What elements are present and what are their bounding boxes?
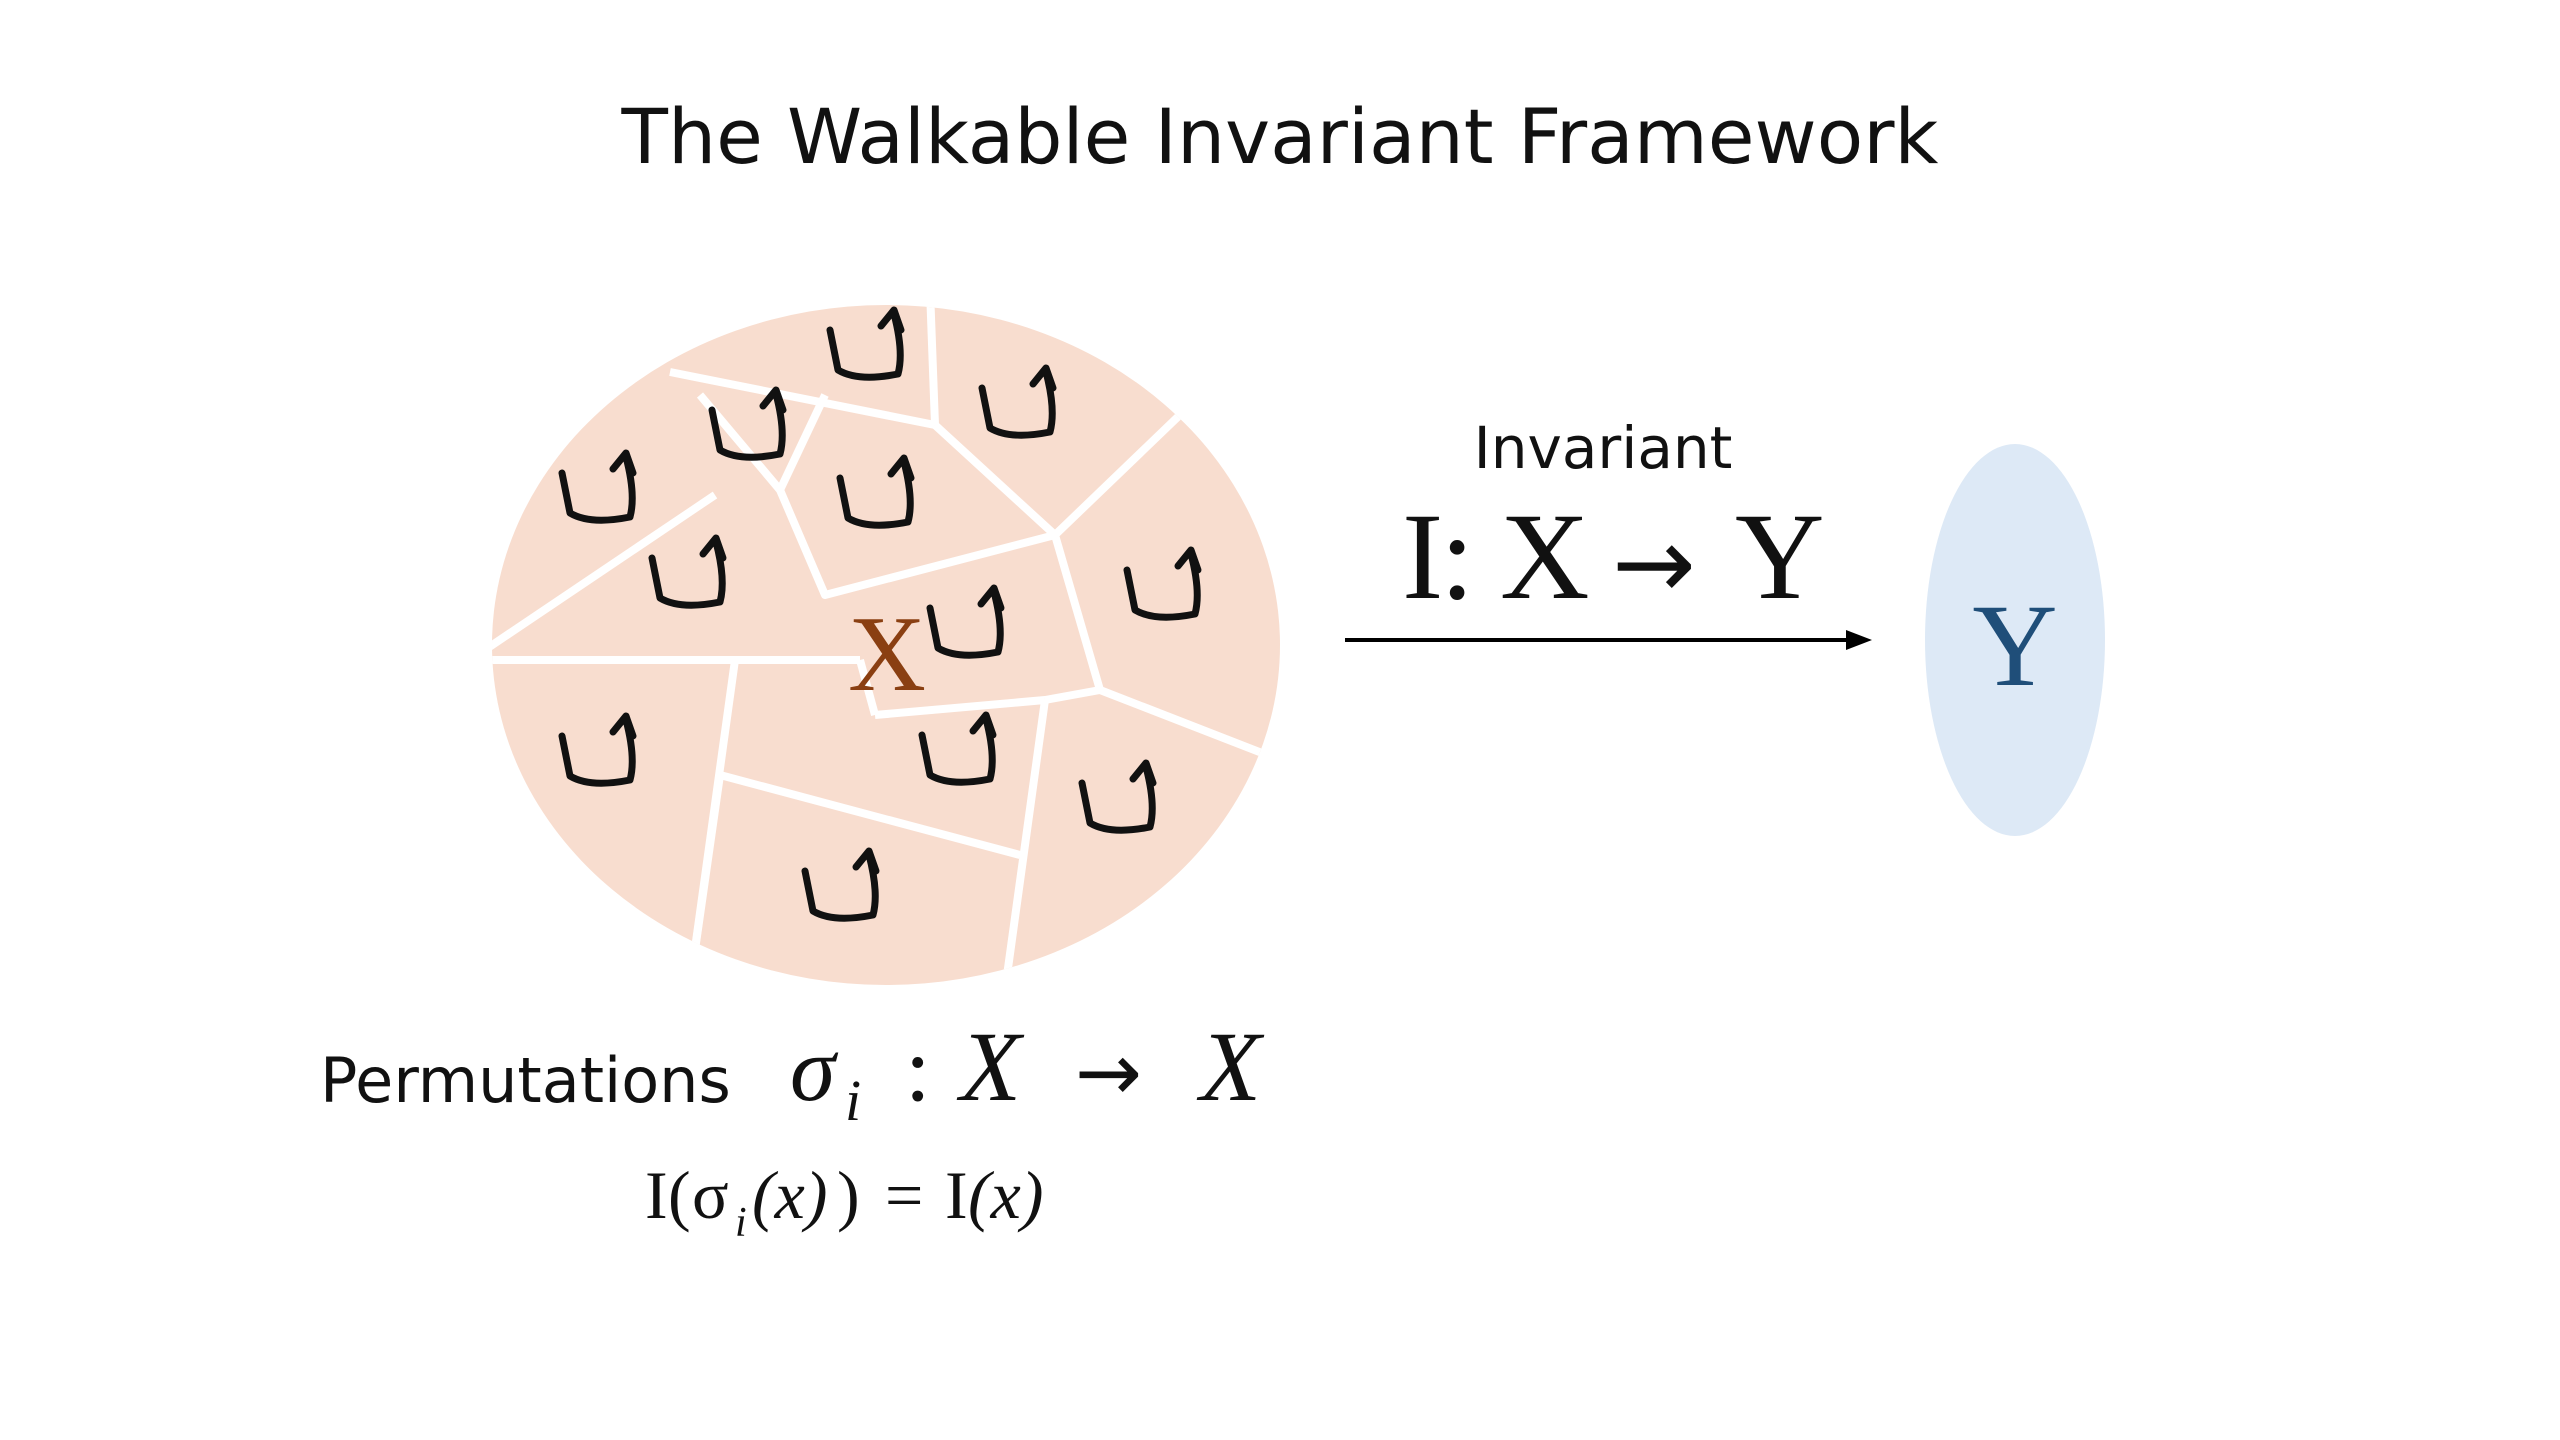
cycle-arrow-icon <box>801 847 880 922</box>
partition-line <box>669 368 936 429</box>
perm-sigma: σ <box>790 1018 839 1120</box>
cycle-arrow-icon <box>826 306 905 381</box>
signature-arrow: → <box>1612 505 1696 622</box>
permutations-label: Permutations <box>320 1044 731 1117</box>
mapping-arrow-head <box>1846 630 1872 650</box>
eq-rparen: ) <box>837 1157 860 1233</box>
eq-sigma: σ <box>692 1157 729 1233</box>
perm-to: X <box>1196 1011 1265 1122</box>
domain-set-x <box>492 305 1280 985</box>
domain-element-x-label: X <box>848 595 926 714</box>
cycle-arrow-icon <box>708 386 787 461</box>
eq-fn: I <box>645 1157 668 1233</box>
partition-line <box>856 658 879 717</box>
cycle-arrow-icon <box>1078 759 1157 834</box>
signature-domain: X <box>1500 488 1590 625</box>
eq-rhs-fn: I <box>945 1157 968 1233</box>
partition-lines <box>492 305 1280 985</box>
partition-line <box>926 305 939 426</box>
cycle-arrow-icon <box>648 534 727 609</box>
perm-from: X <box>956 1011 1025 1122</box>
perm-arrow: → <box>1075 1026 1142 1119</box>
cycle-arrow-icon <box>558 712 637 787</box>
partition-line <box>776 393 829 492</box>
cycle-arrow-icon <box>918 711 997 786</box>
partition-line <box>696 392 1057 599</box>
cycle-icons <box>558 306 1202 922</box>
cycle-arrow-icon <box>978 364 1057 439</box>
eq-sub: i <box>735 1200 747 1246</box>
eq-lparen: ( <box>668 1157 691 1233</box>
partition-line <box>492 491 718 664</box>
cycle-arrow-icon <box>558 449 637 524</box>
mapping-signature: I : X → Y <box>1402 488 1825 625</box>
invariant-label: Invariant <box>1474 414 1733 482</box>
perm-sub: i <box>845 1068 861 1133</box>
cycle-arrow-icon <box>926 584 1005 659</box>
eq-inner: (x) <box>752 1157 827 1233</box>
eq-rhs-arg: (x) <box>968 1157 1043 1233</box>
signature-colon: : <box>1440 488 1474 625</box>
perm-colon: : <box>905 1018 931 1120</box>
invariance-equation: I ( σ i (x) ) = I (x) <box>645 1157 1043 1246</box>
partition-line <box>718 771 1022 859</box>
eq-equals: = <box>885 1157 923 1233</box>
permutation-signature: σ i : X → X <box>790 1011 1265 1133</box>
partition-line <box>874 696 1046 719</box>
partition-line <box>1052 407 1188 538</box>
codomain-set-y <box>1925 444 2105 836</box>
slide-title: The Walkable Invariant Framework <box>621 92 1939 181</box>
partition-line <box>932 422 1058 538</box>
codomain-set-y-label: Y <box>1972 580 2057 711</box>
signature-codomain: Y <box>1735 488 1825 625</box>
signature-fn: I <box>1402 488 1443 625</box>
cycle-arrow-icon <box>1123 546 1202 621</box>
partition-line <box>1098 686 1280 764</box>
cycle-arrow-icon <box>836 454 915 529</box>
partition-line <box>1001 699 1049 985</box>
